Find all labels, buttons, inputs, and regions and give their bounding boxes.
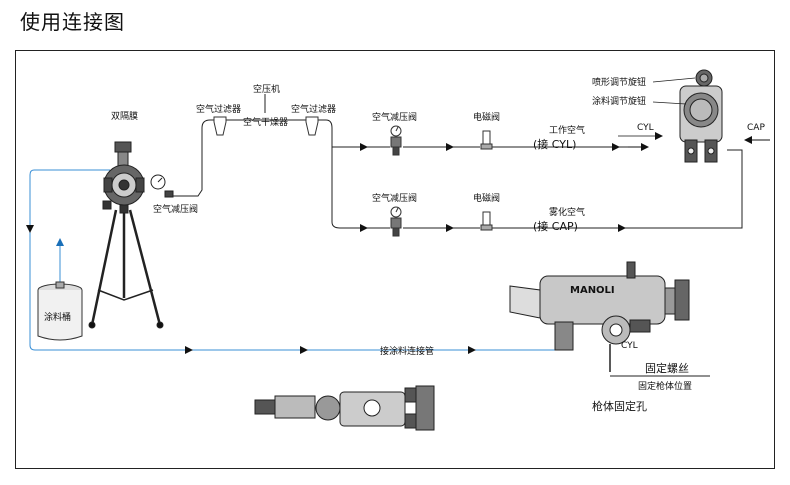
air-line-lower: [331, 140, 390, 229]
bottom-gun: [254, 385, 435, 431]
auto-gun-top: [679, 69, 723, 163]
paint-adjust-knob-label: 涂料调节旋钮: [592, 95, 646, 107]
air-filter-left-symbol: [213, 116, 227, 136]
bottom-pressure-valve-label: 空气减压阀: [372, 192, 417, 204]
manoli-gun: [509, 261, 690, 372]
diagram-frame: [15, 50, 775, 469]
paint-bucket-label: 涂料桶: [44, 311, 71, 323]
solenoid-top: [480, 130, 493, 150]
connect-cyl-label: (接 CYL): [533, 138, 576, 151]
pressure-valve-bottom: [390, 206, 402, 237]
paint-lines: [29, 169, 561, 351]
port-cap-label: CAP: [747, 123, 765, 133]
air-filter-left-label: 空气过滤器: [196, 103, 241, 115]
paint-bucket: [37, 281, 83, 341]
compressor-label: 空压机: [253, 83, 280, 95]
atomizing-air-label: 雾化空气: [549, 206, 585, 218]
gun-fix-hole-label: 枪体固定孔: [592, 399, 647, 413]
flow-arrows: [360, 143, 626, 232]
brand-label: MANOLI: [570, 285, 615, 296]
pressure-valve-top: [390, 125, 402, 156]
air-dryer-label: 空气干燥器: [243, 116, 288, 128]
diaphragm-pump: [88, 141, 174, 329]
gun-cyl-label: CYL: [621, 341, 638, 351]
cap-line: [492, 149, 743, 229]
port-cyl-label: CYL: [637, 123, 654, 133]
spray-adjust-knob-label: 喷形调节旋钮: [592, 76, 646, 88]
solenoid-bottom: [480, 211, 493, 231]
bottom-solenoid-label: 电磁阀: [473, 192, 500, 204]
pump-pressure-valve-label: 空气减压阀: [153, 203, 198, 215]
diaphragm-label: 双隔膜: [111, 111, 138, 122]
top-pressure-valve-label: 空气减压阀: [372, 111, 417, 123]
top-solenoid-label: 电磁阀: [473, 111, 500, 123]
working-air-label: 工作空气: [549, 124, 585, 136]
fix-position-label: 固定枪体位置: [638, 380, 692, 392]
air-lines: [172, 119, 743, 229]
page-title: 使用连接图: [20, 10, 125, 34]
connect-cap-label: (接 CAP): [533, 220, 578, 233]
paint-hose-label: 接涂料连接管: [380, 345, 434, 357]
fix-screw-label: 固定螺丝: [645, 361, 689, 375]
air-filter-right-label: 空气过滤器: [291, 103, 336, 115]
air-line-pump: [172, 119, 218, 197]
air-filter-right-symbol: [305, 116, 319, 136]
